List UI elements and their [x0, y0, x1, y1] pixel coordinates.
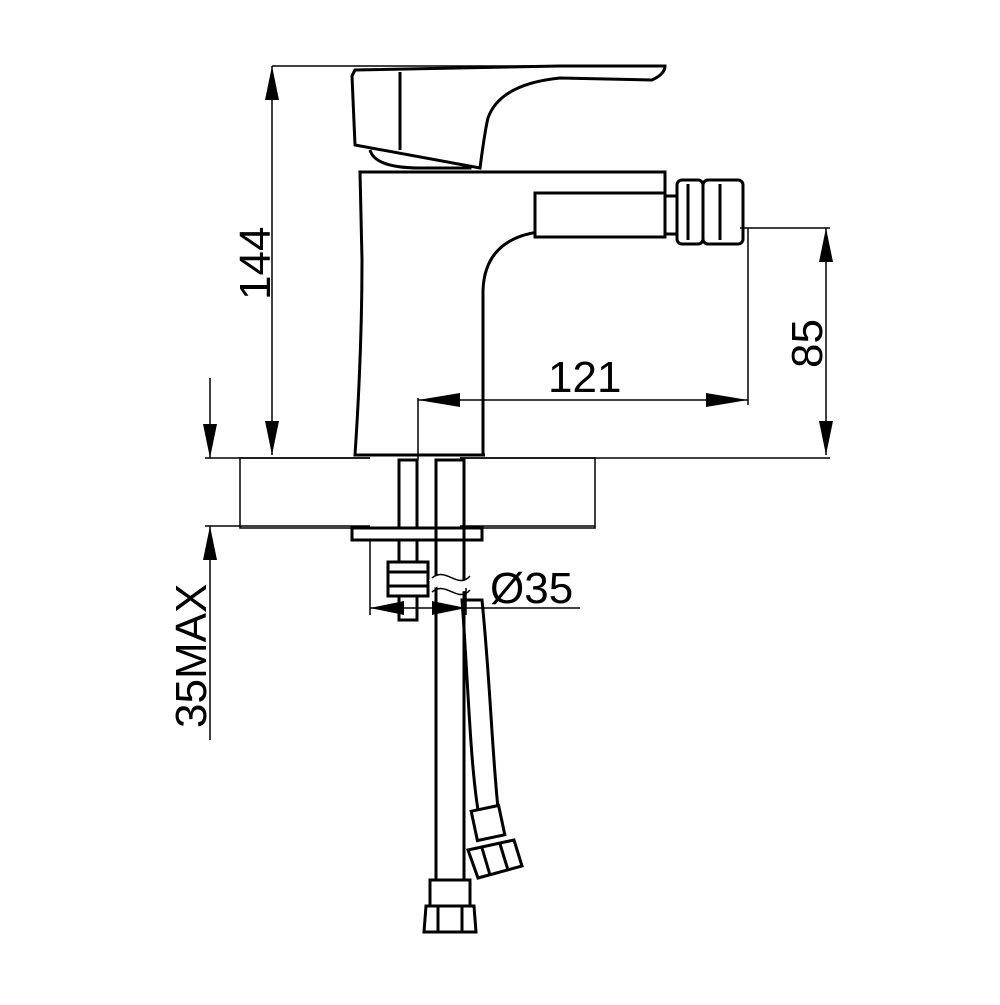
- dimension-diameter-label: Ø35: [490, 564, 573, 613]
- dimension-121: 121: [417, 228, 749, 460]
- spray-nozzle: [533, 178, 745, 246]
- supply-hose-long: [422, 458, 478, 934]
- dimension-121-label: 121: [548, 353, 621, 402]
- dimension-35max: 35MAX: [167, 378, 217, 740]
- lever-handle: [272, 64, 667, 170]
- break-line: [428, 575, 474, 592]
- dimension-85-label: 85: [783, 319, 832, 368]
- dimension-144: 144: [231, 66, 280, 455]
- supply-hose-short: [460, 598, 524, 880]
- dimension-85: 85: [740, 227, 833, 455]
- threaded-stud: [386, 458, 430, 622]
- dimension-diameter-35: Ø35: [369, 540, 580, 615]
- countertop-section: [205, 456, 830, 529]
- dimension-35max-label: 35MAX: [167, 584, 216, 728]
- faucet-body: [353, 170, 667, 457]
- dimension-144-label: 144: [231, 227, 280, 300]
